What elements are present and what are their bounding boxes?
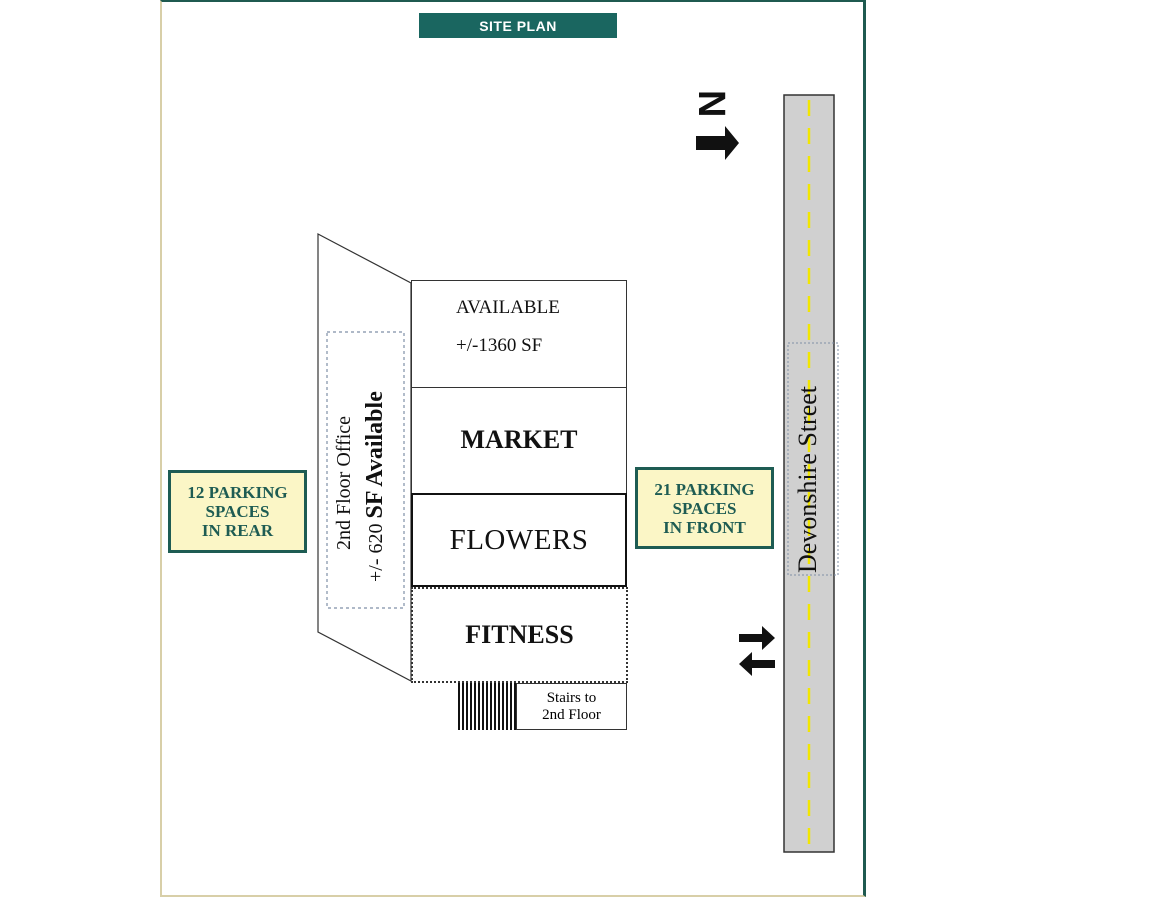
- plan-frame: [160, 0, 866, 897]
- street-label-box: [787, 342, 839, 576]
- parking-front-line1: 21 PARKING: [654, 479, 755, 499]
- unit-available: AVAILABLE +/-1360 SF: [411, 280, 627, 388]
- office-dotted-outline: [326, 331, 405, 609]
- unit-flowers: FLOWERS: [411, 493, 627, 587]
- office-label-line1: 2nd Floor Office: [333, 415, 355, 550]
- unit-market: MARKET: [411, 387, 627, 494]
- parking-front-line3: IN FRONT: [663, 517, 746, 537]
- parking-front-callout: 21 PARKING SPACES IN FRONT: [635, 467, 774, 549]
- parking-front-line2: SPACES: [672, 498, 737, 518]
- unit-fitness: FITNESS: [411, 587, 628, 683]
- street-name: Devonshire Street: [793, 385, 822, 573]
- stairs-label: Stairs to 2nd Floor: [516, 683, 627, 730]
- unit-available-label: AVAILABLE: [456, 297, 560, 318]
- office-size: +/- 620: [365, 518, 387, 583]
- office-label-line2: +/- 620 SF Available: [362, 391, 389, 582]
- north-letter: N: [690, 90, 732, 117]
- stairs-line2: 2nd Floor: [542, 706, 601, 723]
- unit-available-size: +/-1360 SF: [456, 335, 543, 356]
- stairs-line1: Stairs to: [546, 689, 597, 706]
- stairs-hatch: [458, 683, 516, 730]
- parking-rear-callout: 12 PARKING SPACES IN REAR: [168, 470, 307, 553]
- parking-rear-line1: 12 PARKING: [187, 483, 288, 502]
- office-availability: SF Available: [362, 391, 388, 519]
- site-plan-title: SITE PLAN: [419, 13, 617, 38]
- north-arrow-icon: N: [690, 90, 739, 160]
- two-way-traffic-icon: [739, 626, 775, 676]
- parking-rear-line3: IN REAR: [201, 521, 274, 540]
- parking-rear-line2: SPACES: [205, 502, 270, 521]
